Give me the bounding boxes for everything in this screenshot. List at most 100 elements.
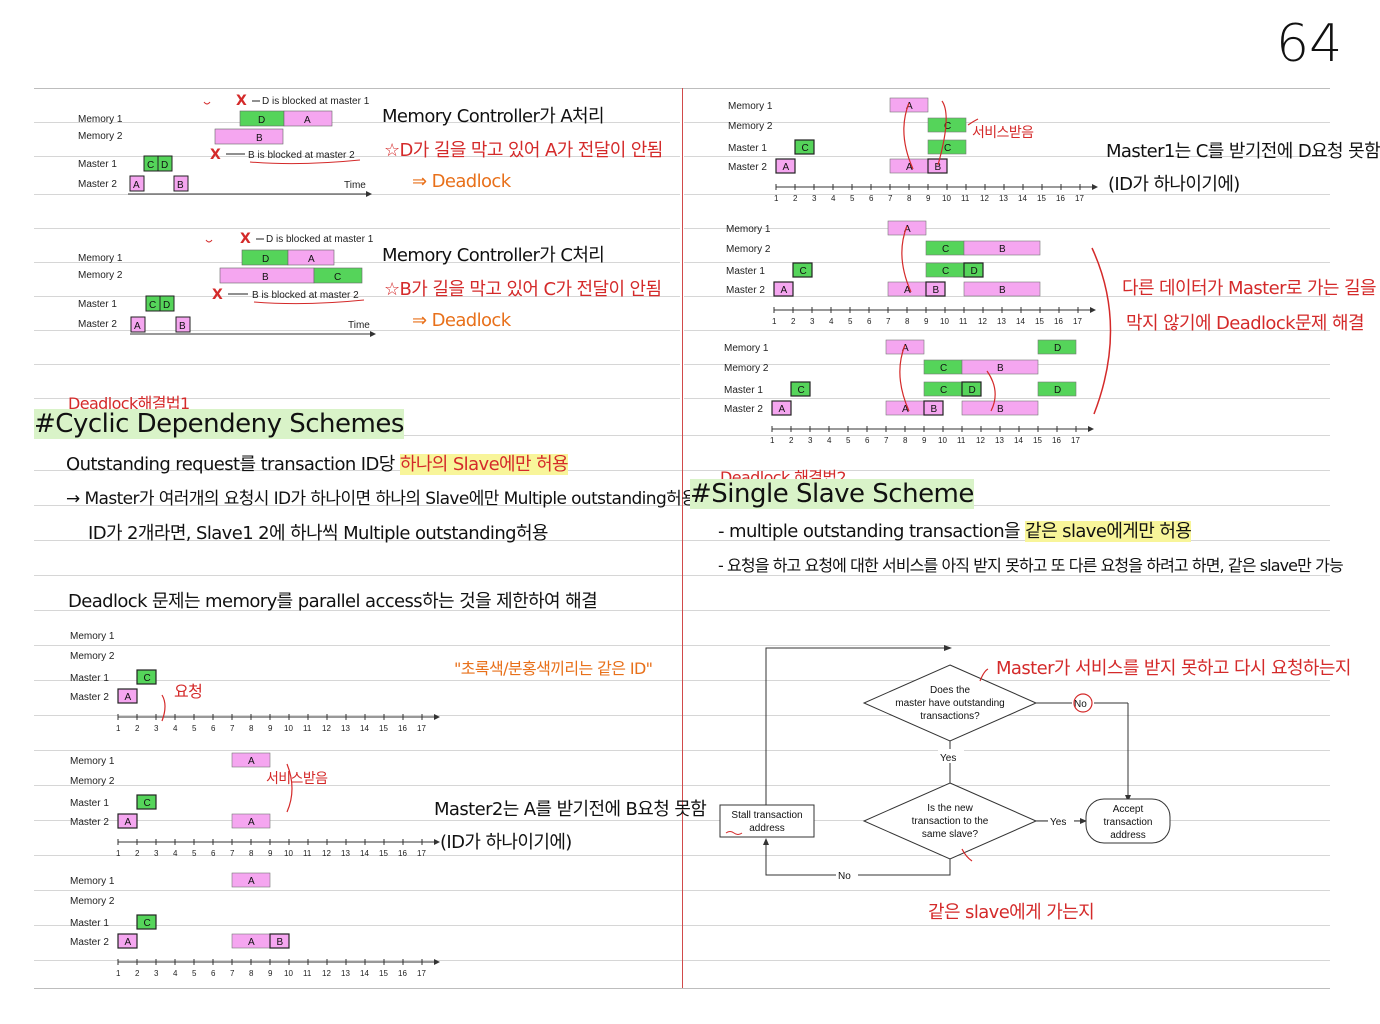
box-a [117,933,138,949]
box-label: C [940,385,947,396]
memory2-label: Memory 2 [726,244,771,255]
tick-label: 14 [360,849,369,858]
diagram1-note-title: Memory Controller가 A처리 [382,106,605,127]
solution1-label: Deadlock해결법1 [68,394,190,413]
tick-label: 8 [903,436,908,445]
memory2-label: Memory 2 [78,270,123,281]
memory2-label: Memory 2 [78,131,123,142]
tick-label: 3 [154,969,159,978]
svg-text:B: B [256,133,263,144]
tick-label: 5 [192,849,197,858]
tick-label: 12 [980,194,989,203]
memory1-label: Memory 1 [726,224,771,235]
svg-text:Is the new: Is the new [927,803,973,814]
tick-label: 2 [791,317,796,326]
box-label: C [944,121,951,132]
svg-text:C: C [149,300,156,311]
box-b [963,240,1041,256]
tick-label: 15 [379,969,388,978]
tick-label: 16 [398,969,407,978]
tick-label: 16 [398,724,407,733]
tick-label: 13 [995,436,1004,445]
master2-note: Master2는 A를 받기전에 B요청 못함 [434,799,707,820]
deadlock-diagram-2: Memory 1 Memory 2 Master 1 Master 2 Time… [78,231,376,337]
diagram2-note-line: ☆B가 길을 막고 있어 C가 전달이 안됨 [384,279,662,300]
box-label: A [904,285,911,296]
memory2-label: Memory 2 [724,363,769,374]
master1-note: Master1는 C를 받기전에 D요청 못함 [1106,141,1380,162]
tick-label: 15 [1037,194,1046,203]
tick-label: 6 [211,969,216,978]
flowchart-q1-note: Master가 서비스를 받지 못하고 다시 요청하는지 [996,658,1351,679]
tick-label: 5 [846,436,851,445]
tick-label: 11 [961,194,970,203]
tick-label: 12 [322,969,331,978]
tick-label: 15 [1035,317,1044,326]
box-b [961,359,1039,375]
d-blocked-text: D is blocked at master 1 [262,96,370,107]
svg-text:transaction to the: transaction to the [912,816,989,827]
tick-label: 9 [268,969,273,978]
box-label: C [144,798,151,809]
service-note-left: 서비스받음 [266,771,328,787]
master2-label: Master 2 [70,937,109,948]
memory2-label: Memory 2 [70,776,115,787]
svg-text:same slave?: same slave? [922,829,979,840]
box-b [925,281,946,297]
no-label: No [1074,699,1087,710]
tick-label: 17 [417,969,426,978]
tick-label: 11 [303,724,312,733]
master2-label: Master 2 [70,692,109,703]
tick-label: 7 [230,969,235,978]
box-label: C [942,266,949,277]
tick-label: 1 [116,849,121,858]
svg-text:D: D [262,254,269,265]
box-a [231,872,271,888]
box-label: A [125,817,132,828]
tick-label: 11 [303,849,312,858]
memory1-label: Memory 1 [78,114,123,125]
box-a [231,752,271,768]
tick-label: 15 [379,849,388,858]
master2-label: Master 2 [78,319,117,330]
memory2-label: Memory 2 [70,651,115,662]
tick-label: 9 [268,724,273,733]
box-label: A [902,343,909,354]
tick-label: 4 [831,194,836,203]
tick-label: 2 [135,969,140,978]
box-d [1037,339,1077,355]
single-slave-heading: #Single Slave Scheme [690,479,974,509]
box-c [927,117,967,133]
memory1-label: Memory 1 [70,756,115,767]
tick-label: 9 [922,436,927,445]
tick-label: 12 [978,317,987,326]
tick-label: 11 [959,317,968,326]
box-label: B [997,404,1004,415]
tick-label: 1 [116,969,121,978]
tick-label: 17 [417,849,426,858]
box-label: A [906,101,913,112]
tick-label: 4 [173,849,178,858]
box-b [961,400,1039,416]
tick-label: 9 [924,317,929,326]
tick-label: 5 [192,724,197,733]
box-c [136,914,157,930]
box-label: C [144,673,151,684]
box-label: C [800,266,807,277]
svg-text:B: B [262,272,269,283]
box-label: A [248,817,255,828]
box-a [117,688,138,704]
box-label: C [798,385,805,396]
tick-label: 10 [284,969,293,978]
memory1-label: Memory 1 [70,876,115,887]
memory2-label: Memory 2 [70,896,115,907]
box-a [775,158,796,174]
id-note-right: (ID가 하나이기에) [1108,174,1240,195]
box-label: C [940,363,947,374]
box-label: A [125,937,132,948]
tick-label: 10 [284,724,293,733]
bullet-2: - 요청을 하고 요청에 대한 서비스를 아직 받지 못하고 또 다른 요청을 … [718,556,1344,575]
box-label: D [1054,343,1061,354]
tick-label: 9 [926,194,931,203]
box-b [963,281,1041,297]
